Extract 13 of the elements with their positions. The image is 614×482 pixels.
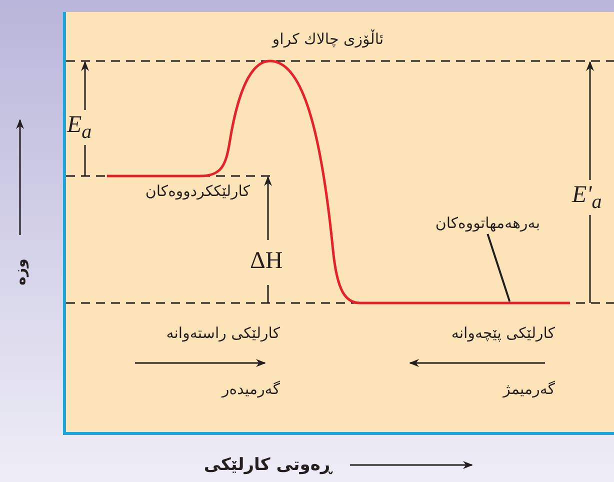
axis-label: ڕەوتی كارلێكی xyxy=(204,456,332,474)
reaction-label: گەرمیمژ xyxy=(503,380,555,398)
energy-curve xyxy=(107,60,570,304)
reaction-label: كارلێكی راستەوانە xyxy=(166,324,280,342)
reaction-label: كارلێكی پێچەوانە xyxy=(451,324,555,342)
state-label: كارلێككردووەكان xyxy=(145,182,250,200)
axis-label: وزە xyxy=(11,258,29,286)
leader-line xyxy=(486,234,511,302)
reaction-label: گەرمیدەر xyxy=(222,380,280,398)
state-label: بەرهەمهاتووەكان xyxy=(435,214,540,232)
symbol-label: E$_{a}$ xyxy=(67,112,92,145)
symbol-label: E'$_{a}$ xyxy=(572,182,602,215)
symbol-label: ΔH xyxy=(250,248,283,274)
